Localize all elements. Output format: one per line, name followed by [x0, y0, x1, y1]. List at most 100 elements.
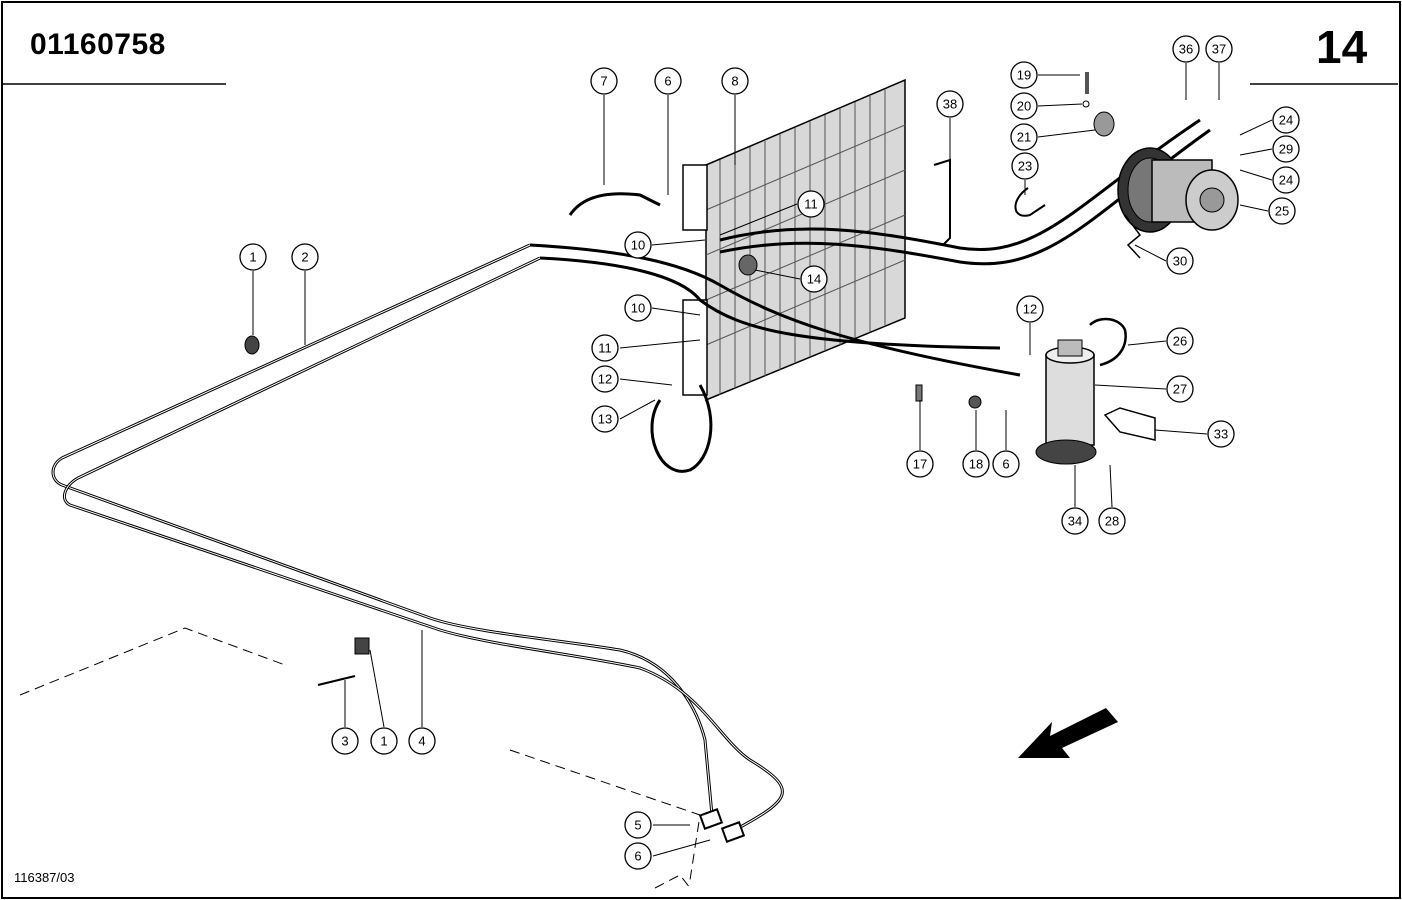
svg-text:10: 10 [631, 238, 645, 253]
callout: 30 [1166, 247, 1194, 275]
callout: 1 [370, 727, 398, 755]
svg-text:18: 18 [969, 457, 983, 472]
callout: 38 [936, 90, 964, 118]
callout: 8 [721, 67, 749, 95]
callout: 1 [239, 243, 267, 271]
callout-markers: 1 2 1 3 4 5 6 6 7 8 10 10 11 11 12 12 13… [239, 35, 1300, 870]
callout: 34 [1061, 507, 1089, 535]
svg-text:24: 24 [1279, 113, 1293, 128]
cable [1014, 187, 1046, 217]
svg-text:6: 6 [634, 849, 641, 864]
callout: 2 [291, 243, 319, 271]
compressor [1117, 147, 1239, 233]
svg-text:6: 6 [664, 74, 671, 89]
screw [1085, 72, 1089, 94]
svg-text:2: 2 [301, 250, 308, 265]
receiver-drier [1035, 339, 1097, 465]
svg-text:5: 5 [634, 818, 641, 833]
svg-text:10: 10 [631, 301, 645, 316]
svg-text:13: 13 [598, 412, 612, 427]
svg-text:12: 12 [1023, 302, 1037, 317]
callout: 6 [624, 842, 652, 870]
callout: 12 [1016, 295, 1044, 323]
callout: 33 [1207, 420, 1235, 448]
svg-text:1: 1 [380, 734, 387, 749]
callout: 3 [331, 727, 359, 755]
svg-text:26: 26 [1173, 334, 1187, 349]
sensor [915, 384, 923, 402]
svg-text:14: 14 [807, 272, 821, 287]
svg-text:37: 37 [1212, 42, 1226, 57]
svg-text:3: 3 [341, 734, 348, 749]
callout: 5 [624, 811, 652, 839]
callout: 37 [1205, 35, 1233, 63]
callout: 23 [1011, 152, 1039, 180]
callout: 20 [1010, 92, 1038, 120]
callout: 17 [906, 450, 934, 478]
callout: 18 [962, 450, 990, 478]
callout: 28 [1098, 507, 1126, 535]
document-number: 01160758 [30, 28, 166, 61]
callout: 24 [1272, 166, 1300, 194]
mounting-bracket [1103, 407, 1156, 441]
svg-text:11: 11 [804, 197, 818, 212]
grommet [968, 395, 982, 409]
callout: 12 [591, 365, 619, 393]
svg-text:6: 6 [1002, 457, 1009, 472]
svg-text:36: 36 [1179, 42, 1193, 57]
callout: 27 [1166, 375, 1194, 403]
svg-text:1: 1 [249, 250, 256, 265]
callout: 11 [591, 334, 619, 362]
callout: 11 [797, 190, 825, 218]
callout: 25 [1268, 197, 1296, 225]
svg-text:25: 25 [1275, 204, 1289, 219]
svg-text:21: 21 [1017, 130, 1031, 145]
bracket [933, 158, 951, 245]
svg-text:12: 12 [598, 372, 612, 387]
leader-lines [252, 63, 1273, 857]
hose-end-fitting [698, 808, 724, 830]
wire-clip [1124, 214, 1142, 259]
page-number: 14 [1316, 21, 1368, 73]
refrigerant-lines [51, 118, 1211, 832]
svg-text:24: 24 [1279, 173, 1293, 188]
callout: 6 [992, 450, 1020, 478]
svg-text:19: 19 [1017, 68, 1031, 83]
callout: 24 [1272, 106, 1300, 134]
condenser [682, 78, 906, 402]
svg-text:27: 27 [1173, 382, 1187, 397]
callout: 7 [590, 67, 618, 95]
callout: 6 [654, 67, 682, 95]
svg-text:33: 33 [1214, 427, 1228, 442]
reference-code: 116387/03 [14, 870, 75, 885]
svg-text:38: 38 [943, 97, 957, 112]
svg-text:11: 11 [598, 341, 612, 356]
o-ring [1082, 100, 1090, 108]
callout: 26 [1166, 327, 1194, 355]
svg-text:20: 20 [1017, 99, 1031, 114]
svg-text:4: 4 [418, 734, 425, 749]
direction-arrow-icon [1018, 708, 1118, 758]
svg-text:8: 8 [731, 74, 738, 89]
callout: 4 [408, 727, 436, 755]
svg-text:34: 34 [1068, 514, 1082, 529]
seal [738, 254, 758, 276]
svg-text:7: 7 [600, 74, 607, 89]
reference-lines [19, 627, 701, 889]
svg-text:23: 23 [1018, 159, 1032, 174]
callout: 14 [800, 265, 828, 293]
callout: 29 [1272, 135, 1300, 163]
svg-text:29: 29 [1279, 142, 1293, 157]
pressure-switch [1089, 317, 1127, 367]
svg-text:17: 17 [913, 457, 927, 472]
svg-text:28: 28 [1105, 514, 1119, 529]
bolt [317, 675, 356, 686]
svg-text:30: 30 [1173, 254, 1187, 269]
callout: 13 [591, 405, 619, 433]
callout: 36 [1172, 35, 1200, 63]
hose-clamp [244, 335, 260, 355]
callout: 19 [1010, 61, 1038, 89]
